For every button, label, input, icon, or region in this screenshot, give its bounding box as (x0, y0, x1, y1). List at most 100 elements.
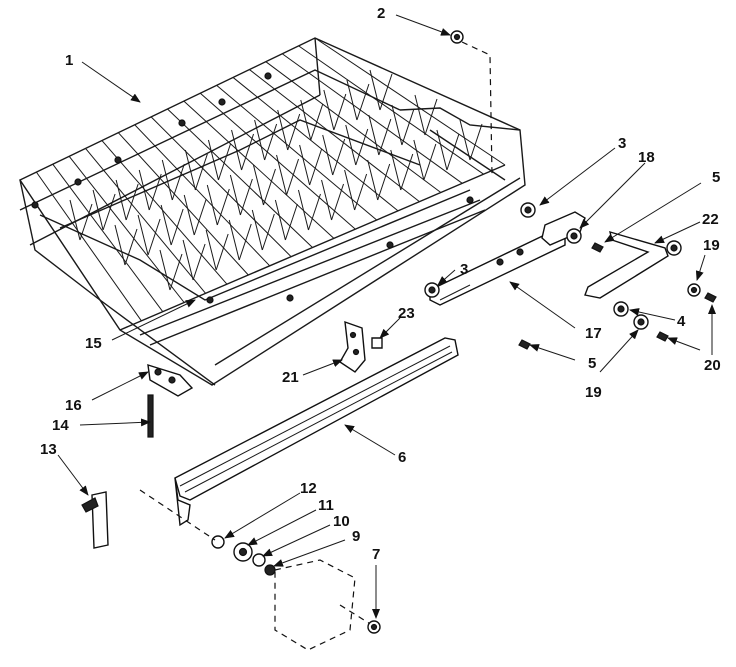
screw-23 (371, 337, 383, 349)
rack-tine (171, 163, 185, 201)
rack-tine (183, 194, 195, 236)
rack-tine (161, 159, 173, 201)
rack-tine (309, 148, 323, 186)
rack-wire (281, 53, 463, 184)
rack-tine (102, 193, 116, 231)
rack-tine (284, 203, 298, 241)
rack-wire (85, 148, 206, 294)
label-3-lower: 3 (460, 261, 468, 278)
rack-tine (287, 113, 301, 151)
rack-wire (35, 171, 142, 322)
rack-tine (114, 224, 126, 266)
rack-tine (423, 143, 437, 181)
rack-tine (69, 199, 81, 241)
rack-tine (299, 144, 311, 186)
rack-tine (378, 118, 392, 156)
rack-tine (390, 149, 402, 191)
rack-tine (79, 203, 93, 241)
rack-tine (322, 134, 334, 176)
rack-tine (262, 168, 276, 206)
rack-tine (276, 154, 288, 196)
label-12: 12 (300, 480, 317, 497)
rack-tine (354, 173, 368, 211)
rack-tine (459, 119, 471, 161)
screw-5-upper (591, 242, 604, 253)
rack-tine (307, 193, 321, 231)
rack-tine (184, 149, 196, 191)
rack-tine (377, 163, 391, 201)
part-labels: 1 2 3 18 5 22 19 3 23 4 17 15 5 20 21 19… (40, 5, 721, 563)
hinge-assembly (429, 211, 669, 306)
rack-tine (170, 208, 184, 246)
label-9: 9 (352, 528, 360, 545)
rack-tine (124, 228, 138, 266)
label-14: 14 (52, 417, 69, 434)
label-17: 17 (585, 325, 602, 342)
label-15: 15 (85, 335, 102, 352)
rack-tine (182, 239, 194, 281)
rack-wire (52, 163, 164, 312)
rack-tine (413, 139, 425, 181)
rack-tine (274, 199, 286, 241)
rack-tine (323, 89, 335, 131)
rack-tine (206, 184, 218, 226)
label-10: 10 (333, 513, 350, 530)
rack-wire (101, 140, 228, 285)
label-20: 20 (704, 357, 721, 374)
rack-tine (252, 164, 264, 206)
rack-tine (229, 174, 241, 216)
label-6: 6 (398, 449, 406, 466)
rack-tine (216, 188, 230, 226)
rack-tine (193, 198, 207, 236)
rack-tine (344, 169, 356, 211)
label-13: 13 (40, 441, 57, 458)
label-16: 16 (65, 397, 82, 414)
rack-tine (169, 253, 183, 291)
rack-tine (148, 173, 162, 211)
label-5-lower: 5 (588, 355, 596, 372)
stop-16 (147, 364, 194, 397)
rack-tine (205, 229, 217, 271)
rack-tine (231, 129, 243, 171)
rack-tine (137, 214, 149, 256)
rack-tine (207, 139, 219, 181)
rack-tine (333, 93, 347, 131)
label-11: 11 (318, 497, 334, 514)
roller-3-lower (424, 282, 440, 298)
label-19-lower: 19 (585, 384, 602, 401)
leader-lines (57, 14, 716, 619)
rack-tine (241, 133, 255, 171)
roller-19-right (666, 240, 701, 297)
roller-3-upper (520, 202, 536, 218)
roller-4 (613, 301, 649, 330)
rack-tine (367, 159, 379, 201)
rack-tine (286, 158, 300, 196)
label-7: 7 (372, 546, 380, 563)
label-19-upper: 19 (703, 237, 720, 254)
rack-tine (251, 209, 263, 251)
rack-wire (150, 116, 292, 258)
rack-tine (300, 99, 312, 141)
rack-tine (310, 103, 324, 141)
dish-rack (18, 37, 526, 386)
spacer-stack (211, 535, 276, 576)
rack-wire (265, 61, 442, 193)
nut-7 (367, 620, 381, 634)
rack-tine (345, 124, 357, 166)
label-23: 23 (398, 305, 415, 322)
label-2: 2 (377, 5, 385, 22)
rack-tine (368, 114, 380, 156)
rack-tine (391, 104, 403, 146)
rack-tine (92, 189, 104, 231)
rack-tine (264, 123, 278, 161)
rack-tine (369, 69, 381, 111)
rack-tine (261, 213, 275, 251)
rack-wire (183, 100, 335, 239)
rack-tine (147, 218, 161, 256)
screw-20 (656, 292, 717, 342)
label-3-upper: 3 (618, 135, 626, 152)
rack-tine (346, 79, 358, 121)
rack-tine (332, 138, 346, 176)
rack-tine (379, 73, 393, 111)
